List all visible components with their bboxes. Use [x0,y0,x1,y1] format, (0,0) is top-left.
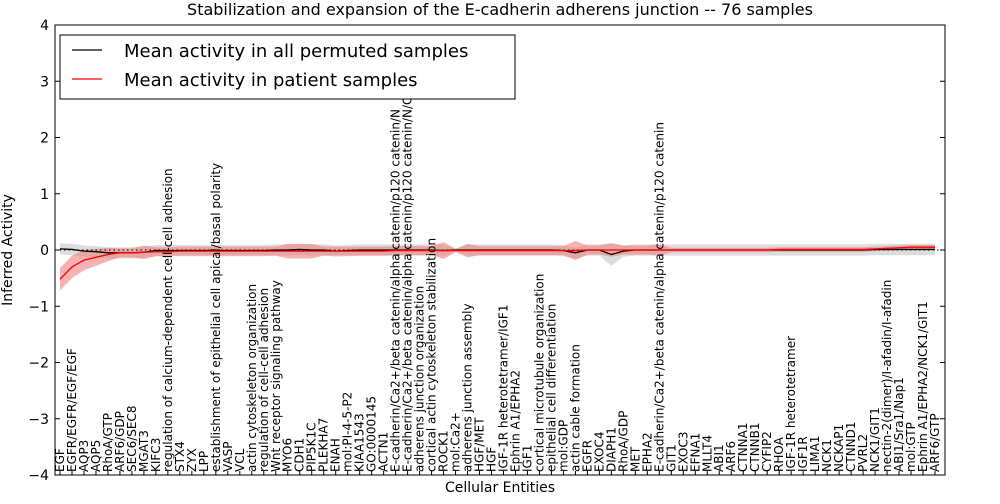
x-tick-label: epithelial cell differentiation [544,304,558,472]
y-tick-label: −1 [28,299,49,315]
x-tick-label: regulation of calcium-dependent cell-cel… [161,168,175,472]
x-tick-label: LPP [197,451,211,472]
x-tick-label: EFNA1 [688,433,702,472]
x-tick-label: MLLT4 [700,435,714,472]
x-tick-label: ACTN1 [377,432,391,472]
x-tick-label: IGF1 [520,445,534,472]
x-tick-label: EPHA2 [640,432,654,472]
x-tick-label: CDH1 [293,438,307,472]
x-tick-label: SEC6/SEC8 [125,406,139,472]
x-tick-label: IGF1R [796,436,810,472]
x-tick-label: CYFIP2 [760,431,774,472]
x-tick-label: Ephrin A1/EPHA2 [508,370,522,472]
x-tick-label: KIFC3 [149,438,163,472]
x-tick-label: VASP [221,441,235,472]
x-tick-label: EGF [53,448,67,472]
band-patient [60,241,935,291]
x-tick-label: ABI1/Sra1/Nap1 [892,377,906,472]
x-tick-label: GIT1 [664,444,678,472]
x-tick-label: NCK1/GIT1 [868,407,882,472]
legend: Mean activity in all permuted samples Me… [59,34,516,100]
x-tick-label: mol:GDP [556,420,570,472]
x-tick-label: KIAA1543 [353,413,367,472]
x-axis-label: Cellular Entities [445,480,555,496]
x-tick-label: NCK1 [820,439,834,472]
x-tick-label: EXOC3 [676,432,690,473]
x-tick-label: ARF6/GDP [113,411,127,472]
x-tick-label: actin cytoskeleton organization [245,284,259,472]
y-axis-label: Inferred Activity [0,194,16,306]
x-tick-label: HGF [485,447,499,472]
x-tick-label: ARF6 [724,441,738,472]
x-tick-label: HGF/MET [473,417,487,472]
x-tick-label: MGAT3 [137,430,151,472]
x-tick-label: establishment of epithelial cell apical/… [209,163,223,472]
x-tick-label: E-cadherin/Ca2+/beta catenin/alpha caten… [389,109,403,472]
x-tick-label: EGFR [580,440,594,472]
legend-label-patient: Mean activity in patient samples [124,70,418,91]
x-tick-label: PIP5K1C [305,422,319,472]
x-tick-label: STX4 [173,441,187,472]
plot-area: EGFEGFR/EGFR/EGF/EGFAQP3AQP5RhoA/GTPARF6… [28,18,946,484]
x-tick-label: cortical microtubule organization [532,274,546,472]
x-tick-label: Ephrin A1/EPHA2/NCK1/GIT1 [916,301,930,472]
x-tick-label: nectin-2(dimer)/I-afadin/I-afadin [880,280,894,472]
x-tick-label: cortical actin cytoskeleton stabilizatio… [425,238,439,472]
y-tick-label: 2 [40,131,49,147]
legend-label-permuted: Mean activity in all permuted samples [124,41,468,62]
x-tick-label: ABI1 [712,444,726,472]
y-tick-label: 0 [40,243,49,259]
x-tick-label: DIAPH1 [604,427,618,472]
x-tick-label: IGF-1R heterotetramer/IGF1 [496,305,510,472]
series-line-patient [59,246,935,280]
x-tick-label: mol:Ca2+ [449,412,463,472]
x-tick-label: E-cadherin/Ca2+/beta catenin/alpha caten… [401,97,415,472]
x-tick-label: CTNND1 [844,421,858,472]
y-tick-label: 4 [40,18,49,34]
x-tick-label: RhoA/GTP [101,413,115,472]
x-tick-label: adherens junction assembly [461,303,475,472]
x-tick-label: actin cable formation [568,344,582,472]
y-tick-label: −2 [28,356,49,372]
x-tick-label: CTNNB1 [748,422,762,472]
y-tick-label: 1 [40,187,49,203]
y-tick-label: −3 [28,412,49,428]
x-tick-label: VCL [233,448,247,472]
x-tick-label: mol:GTP [904,422,918,472]
x-tick-label: regulation of cell-cell adhesion [257,288,271,472]
x-tick-label: ENAH [329,438,343,472]
x-tick-label: GO:0000145 [365,396,379,472]
x-tick-label: Wnt receptor signaling pathway [269,280,283,472]
x-tick-label: ARF6/GTP [928,413,942,472]
x-tick-label: CTNNA1 [736,422,750,472]
x-tick-label: mol:PI-4-5-P2 [341,392,355,472]
x-tick-label: ROCK1 [437,430,451,472]
x-tick-label: PLEKHA7 [317,418,331,472]
y-tick-label: 3 [40,74,49,90]
x-tick-label: PVRL2 [856,434,870,472]
x-tick-label: adherens junction organization [413,286,427,472]
x-tick-label: MYO6 [281,438,295,472]
x-tick-label: AQP5 [89,440,103,472]
x-tick-label: RHOA [772,436,786,472]
x-tick-label: E-cadherin/Ca2+/beta catenin/alpha caten… [652,122,666,472]
x-tick-label: IGF-1R heterotetramer [784,336,798,472]
x-tick-label: NCKAP1 [832,424,846,472]
x-tick-label: EXOC4 [592,432,606,473]
x-tick-label: EGFR/EGFR/EGF/EGF [65,348,79,472]
x-tick-label: ZYX [185,448,199,472]
x-tick-label: RhoA/GDP [616,411,630,472]
chart-title: Stabilization and expansion of the E-cad… [187,0,813,19]
x-tick-label: MET [628,446,642,472]
x-tick-label: LIMA1 [808,436,822,472]
x-tick-label: AQP3 [77,440,91,472]
y-tick-label: −4 [28,468,49,484]
